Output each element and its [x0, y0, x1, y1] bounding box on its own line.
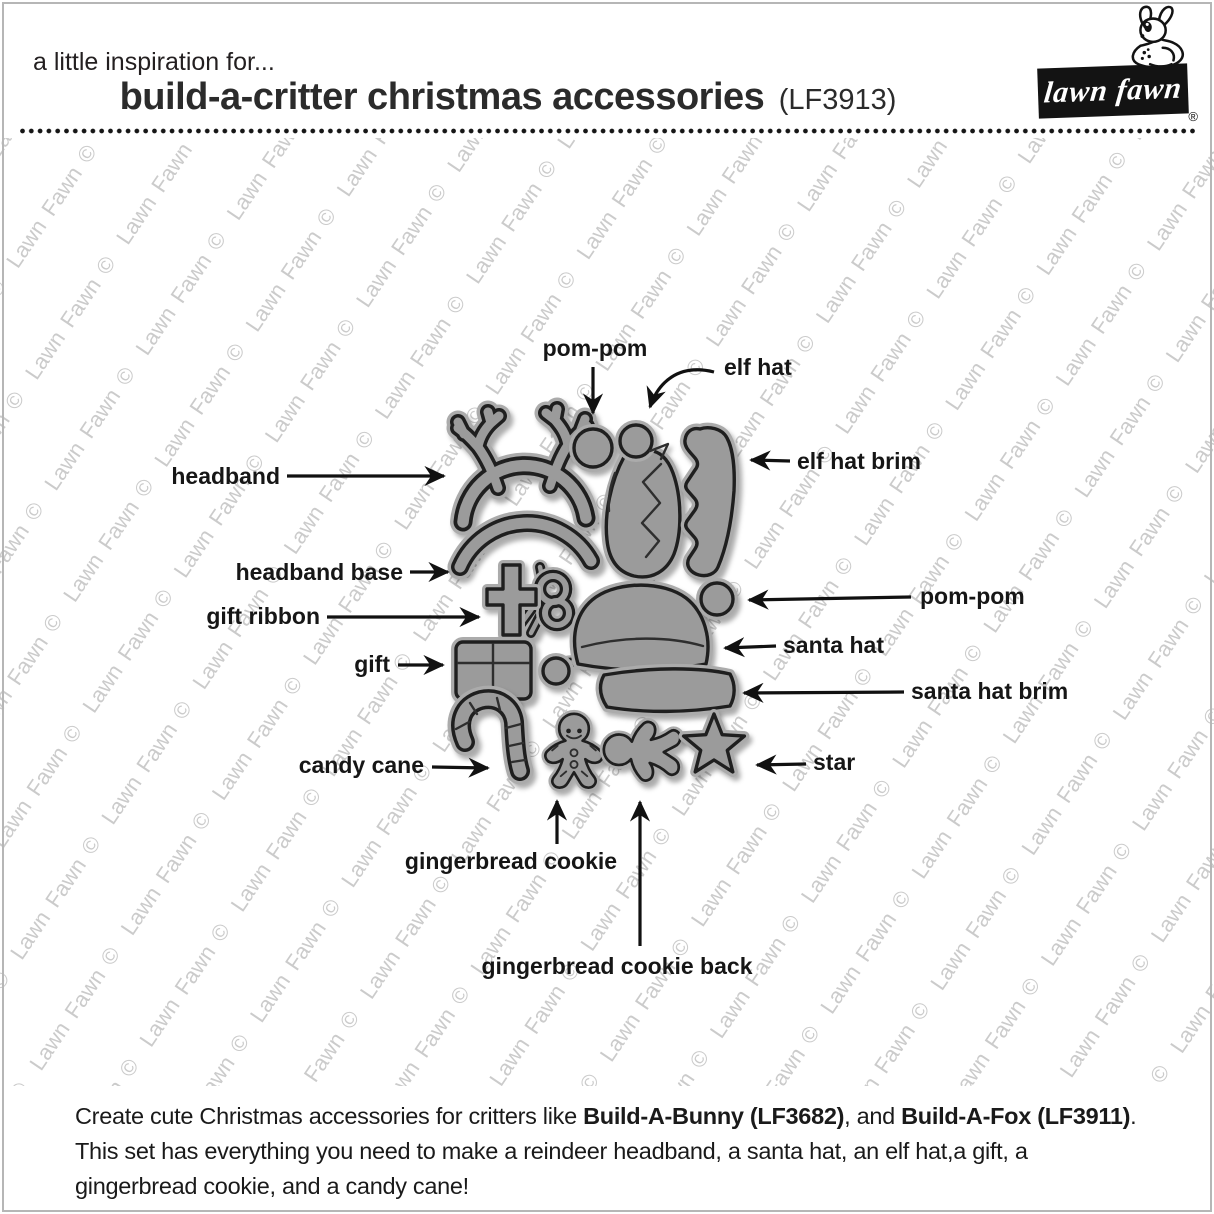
description-segment: , and — [844, 1103, 902, 1129]
label-elf-hat-brim: elf hat brim — [797, 448, 921, 474]
gift-ribbon-die — [482, 559, 578, 641]
description-bold-segment: Build-A-Bunny (LF3682) — [583, 1103, 845, 1129]
label-headband: headband — [171, 463, 280, 489]
description-segment: This set has everything you need to make… — [75, 1138, 1028, 1164]
label-santa-hat-brim: santa hat brim — [911, 678, 1068, 704]
dotted-divider — [20, 128, 1196, 134]
santa-hat-shape — [572, 583, 710, 672]
elf-hat-zigzag — [640, 462, 663, 559]
label-star: star — [813, 749, 855, 775]
label-elf-hat: elf hat — [724, 354, 792, 380]
label-headband-base: headband base — [236, 559, 403, 585]
description-bold-segment: Build-A-Fox (LF3911) — [901, 1103, 1131, 1129]
headband-base-fill — [454, 517, 597, 573]
santa-hat-brim-die — [595, 663, 740, 717]
gingerbread-limb-marks — [551, 744, 597, 778]
arrow-elf-hat-brim — [749, 450, 791, 471]
arrow-candy-cane — [431, 757, 490, 778]
gingerbread-eye-right — [577, 728, 582, 734]
santa-hat-band-line — [580, 637, 705, 649]
brand-name: lawn fawn — [1042, 71, 1184, 110]
description-segment: . — [1130, 1103, 1137, 1129]
santa-hat-brim-shape — [598, 667, 736, 714]
label-gift: gift — [354, 651, 390, 677]
label-gift-ribbon: gift ribbon — [206, 603, 320, 629]
bow-loop-bottom-fill — [542, 598, 572, 628]
page-title: build-a-critter christmas accessories — [119, 76, 765, 118]
lawn-fawn-logo: lawn fawn ® — [1028, 4, 1198, 132]
elf-hat-accent — [607, 471, 617, 513]
description-segment: gingerbread cookie, and a candy cane! — [75, 1173, 469, 1199]
gingerbread-cookie-back-die — [602, 720, 681, 783]
pom-pom-top-die — [569, 424, 617, 472]
headband-band-fill — [457, 459, 592, 528]
star-die — [678, 709, 750, 777]
arrow-santa-hat — [723, 637, 777, 658]
star-shape — [681, 712, 747, 774]
gingerbread-eye-left — [566, 728, 571, 734]
elf-hat-brim-shape — [683, 426, 736, 578]
description-line: Create cute Christmas accessories for cr… — [75, 1099, 1137, 1134]
gingerbread-cookie-die — [545, 714, 602, 788]
label-pom-pom-right: pom-pom — [920, 583, 1025, 609]
headband-antlers-fill — [453, 404, 592, 493]
label-candy-cane: candy cane — [299, 752, 424, 778]
description-line: This set has everything you need to make… — [75, 1134, 1136, 1169]
headband-die — [446, 397, 599, 535]
candy-cane-die — [447, 685, 534, 785]
product-description: Create cute Christmas accessories for cr… — [75, 1099, 1137, 1204]
gingerbread-button-1 — [569, 748, 579, 758]
elf-hat-fold-line — [648, 442, 670, 461]
elf-hat-shape — [604, 449, 682, 579]
arrow-star — [755, 754, 807, 775]
registered-mark: ® — [1188, 109, 1198, 124]
description-line: gingerbread cookie, and a candy cane! — [75, 1169, 1136, 1204]
elf-hat-brim-die — [679, 422, 740, 581]
title-row: build-a-critter christmas accessories (L… — [0, 76, 1016, 119]
candy-cane-stripes — [454, 696, 527, 764]
pom-pom-top-shape — [572, 427, 614, 469]
arrow-pom-pom-right — [747, 589, 912, 610]
headband-base-die — [447, 510, 604, 580]
product-sku: (LF3913) — [778, 84, 897, 116]
arrow-elf-hat — [646, 368, 715, 409]
elf-hat-die — [601, 420, 685, 582]
fawn-icon — [1131, 5, 1184, 69]
pom-pom-right-shape — [699, 581, 735, 617]
label-gingerbread-cookie-back: gingerbread cookie back — [482, 953, 753, 979]
gingerbread-button-2 — [569, 760, 579, 769]
santa-hat-die — [538, 580, 713, 689]
tagline: a little inspiration for... — [33, 48, 275, 76]
gingerbread-smile — [566, 734, 582, 740]
candy-cane-fill — [454, 692, 527, 778]
elf-hat-tip-shape — [618, 423, 654, 459]
label-gingerbread-cookie: gingerbread cookie — [405, 848, 617, 874]
ribbon-cross-shape — [485, 563, 538, 637]
arrow-santa-hat-brim — [742, 682, 905, 703]
santa-hat-ball-shape — [541, 656, 571, 686]
label-santa-hat: santa hat — [783, 632, 884, 658]
label-pom-pom-top: pom-pom — [543, 335, 648, 361]
description-segment: Create cute Christmas accessories for cr… — [75, 1103, 584, 1129]
gift-die — [451, 637, 536, 704]
pom-pom-right-die — [696, 578, 738, 620]
